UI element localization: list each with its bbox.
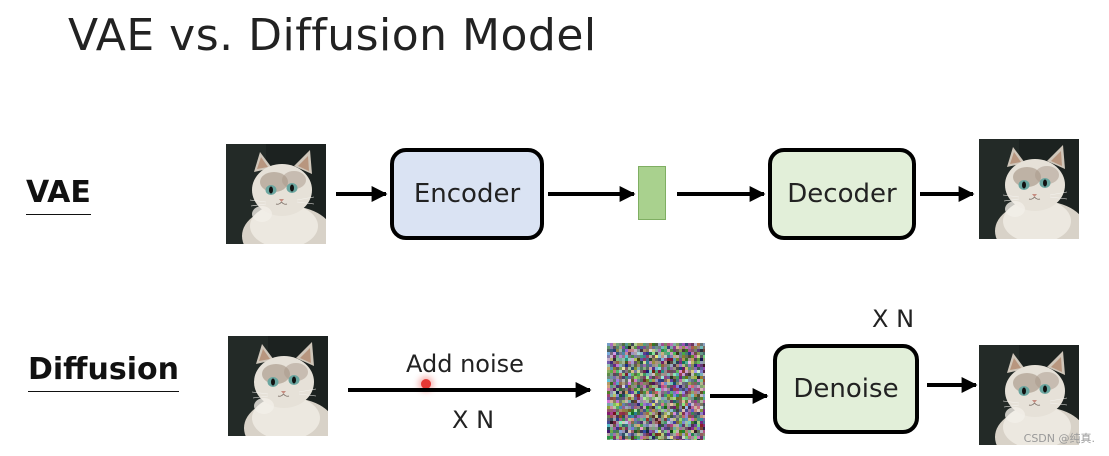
- add-noise-repeat-label: X N: [452, 406, 495, 434]
- denoise-box: Denoise: [773, 344, 919, 434]
- decoder-label: Decoder: [787, 179, 897, 209]
- vae-row-label: VAE: [26, 175, 91, 215]
- diffusion-input-cat-image: [228, 336, 328, 436]
- noise-image: [607, 343, 705, 440]
- denoise-label: Denoise: [793, 374, 899, 404]
- diffusion-row-label: Diffusion: [28, 352, 179, 392]
- encoder-box: Encoder: [390, 148, 544, 240]
- latent-vector: [638, 166, 666, 220]
- denoise-repeat-label: X N: [872, 305, 915, 333]
- add-noise-label: Add noise: [406, 350, 524, 378]
- pointer-marker: [421, 379, 431, 389]
- decoder-box: Decoder: [768, 148, 916, 240]
- encoder-label: Encoder: [413, 179, 521, 209]
- vae-input-cat-image: [226, 144, 326, 244]
- watermark: CSDN @纯真.: [1023, 432, 1095, 445]
- vae-output-cat-image: [979, 139, 1079, 239]
- diffusion-output-cat-image: [979, 345, 1079, 445]
- page-title: VAE vs. Diffusion Model: [68, 10, 597, 61]
